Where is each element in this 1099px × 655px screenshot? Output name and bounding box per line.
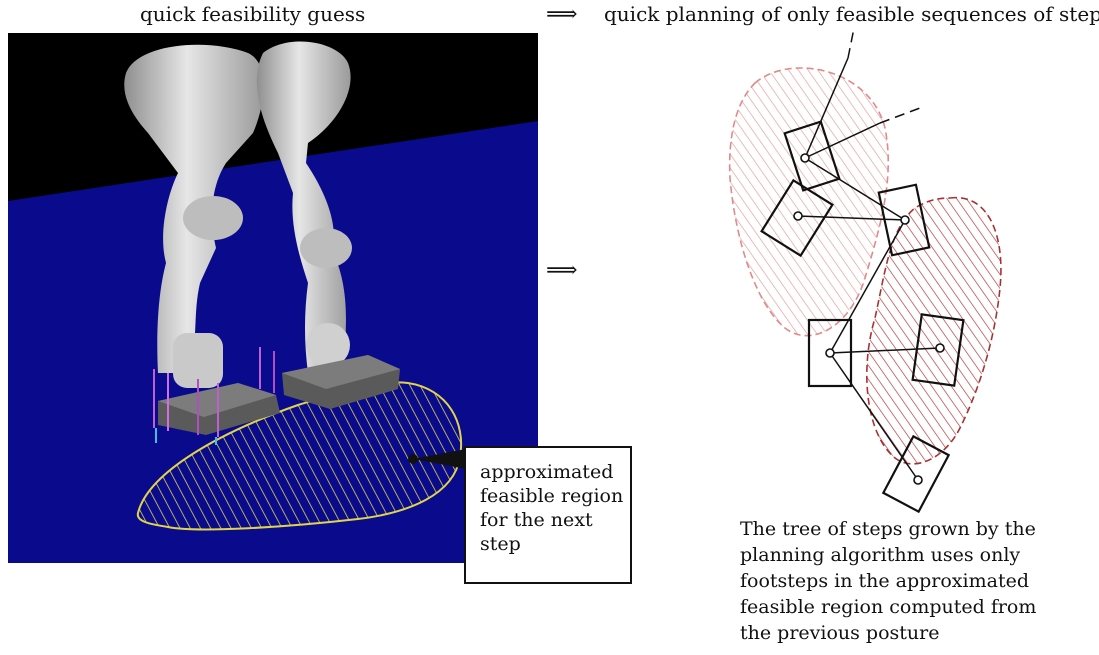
- robot-simulation-view: [8, 33, 538, 563]
- caption-line: footsteps in the approximated: [740, 568, 1036, 594]
- caption-line: the previous posture: [740, 620, 1036, 646]
- callout-line: feasible region: [480, 484, 620, 508]
- feasible-region-next: [867, 198, 1001, 464]
- step-planning-tree: [700, 28, 1080, 518]
- double-right-arrow-icon: ⟹: [546, 258, 578, 283]
- feasible-region-previous: [730, 68, 889, 336]
- caption-line: The tree of steps grown by the: [740, 516, 1036, 542]
- caption-line: feasible region computed from: [740, 594, 1036, 620]
- feasible-region-callout: approximated feasible region for the nex…: [464, 446, 632, 584]
- callout-line: for the next: [480, 508, 620, 532]
- right-title: quick planning of only feasible sequence…: [604, 2, 1099, 26]
- double-right-arrow-icon: ⟹: [546, 2, 578, 27]
- left-title: quick feasibility guess: [140, 2, 365, 26]
- tree-description-caption: The tree of steps grown by the planning …: [740, 516, 1036, 646]
- callout-line: step: [480, 532, 620, 556]
- callout-line: approximated: [480, 460, 620, 484]
- caption-line: planning algorithm uses only: [740, 542, 1036, 568]
